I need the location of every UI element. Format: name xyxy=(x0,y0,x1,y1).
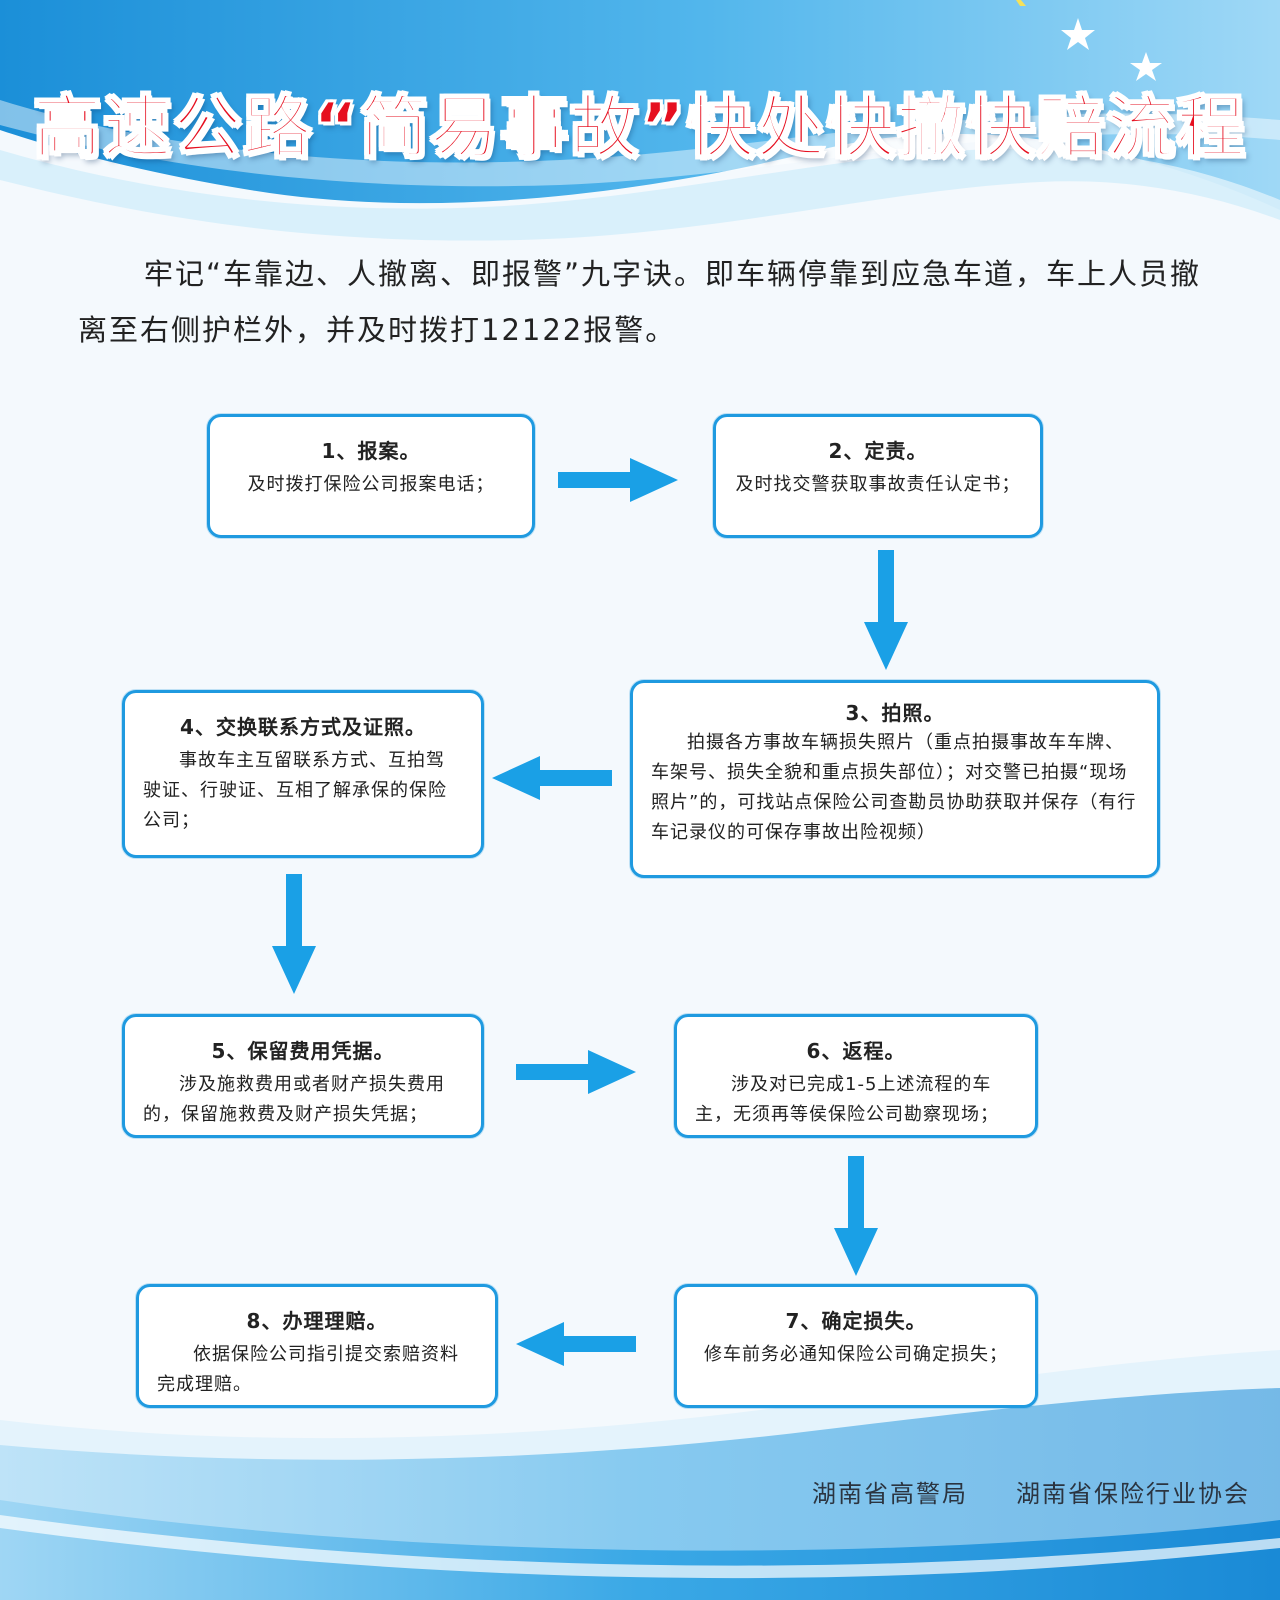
step-6-body: 涉及对已完成1-5上述流程的车主，无须再等侯保险公司勘察现场； xyxy=(695,1074,999,1125)
step-5-title: 5、保留费用凭据。 xyxy=(211,1039,395,1063)
footer-org-insurance-association: 湖南省保险行业协会 xyxy=(1016,1480,1250,1508)
step-4-body: 事故车主互留联系方式、互拍驾驶证、行驶证、互相了解承保的保险公司； xyxy=(143,750,447,831)
step-3-body: 拍摄各方事故车辆损失照片（重点拍摄事故车车牌、车架号、损失全貌和重点损失部位）；… xyxy=(651,732,1137,843)
step-3-box: 3、拍照。 拍摄各方事故车辆损失照片（重点拍摄事故车车牌、车架号、损失全貌和重点… xyxy=(630,680,1160,878)
step-2-body: 及时找交警获取事故责任认定书； xyxy=(735,474,1021,495)
step-7-box: 7、确定损失。 修车前务必通知保险公司确定损失； xyxy=(674,1284,1038,1408)
step-5-box: 5、保留费用凭据。 涉及施救费用或者财产损失费用的，保留施救费及财产损失凭据； xyxy=(122,1014,484,1138)
step-8-box: 8、办理理赔。 依据保险公司指引提交索赔资料完成理赔。 xyxy=(136,1284,498,1408)
step-7-body: 修车前务必通知保险公司确定损失； xyxy=(704,1344,1008,1365)
step-4-title: 4、交换联系方式及证照。 xyxy=(180,715,426,739)
step-2-box: 2、定责。 及时找交警获取事故责任认定书； xyxy=(713,414,1043,538)
step-3-title: 3、拍照。 xyxy=(845,701,945,725)
intro-text: 牢记“车靠边、人撤离、即报警”九字诀。即车辆停靠到应急车道，车上人员撤离至右侧护… xyxy=(78,257,1202,347)
step-6-box: 6、返程。 涉及对已完成1-5上述流程的车主，无须再等侯保险公司勘察现场； xyxy=(674,1014,1038,1138)
step-6-title: 6、返程。 xyxy=(806,1039,906,1063)
page-title: 高速公路“简易事故”快处快撤快赔流程 xyxy=(32,88,1247,169)
step-8-title: 8、办理理赔。 xyxy=(246,1309,388,1333)
arrow-left-3-4 xyxy=(492,756,612,800)
arrow-left-7-8 xyxy=(516,1322,636,1366)
step-2-title: 2、定责。 xyxy=(828,439,928,463)
step-4-box: 4、交换联系方式及证照。 事故车主互留联系方式、互拍驾驶证、行驶证、互相了解承保… xyxy=(122,690,484,858)
step-7-title: 7、确定损失。 xyxy=(785,1309,927,1333)
step-5-body: 涉及施救费用或者财产损失费用的，保留施救费及财产损失凭据； xyxy=(143,1074,445,1125)
step-1-body: 及时拨打保险公司报案电话； xyxy=(247,474,495,495)
arrow-down-6-7 xyxy=(834,1156,878,1276)
step-8-body: 依据保险公司指引提交索赔资料完成理赔。 xyxy=(157,1344,459,1395)
step-1-title: 1、报案。 xyxy=(321,439,421,463)
footer-org-police: 湖南省高警局 xyxy=(812,1480,968,1508)
arrow-down-2-3 xyxy=(864,550,908,670)
arrow-down-4-5 xyxy=(272,874,316,994)
step-1-box: 1、报案。 及时拨打保险公司报案电话； xyxy=(207,414,535,538)
footer-orgs: 湖南省高警局 湖南省保险行业协会 xyxy=(764,1474,1250,1509)
arrow-right-5-6 xyxy=(516,1050,636,1094)
arrow-right-1-2 xyxy=(558,458,678,502)
